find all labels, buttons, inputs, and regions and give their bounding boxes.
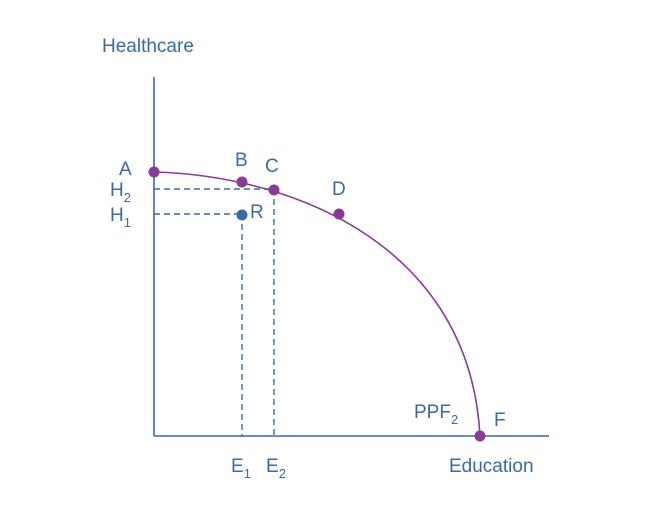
y-axis-label: Healthcare (102, 36, 194, 57)
tick-h2-label: H2 (110, 180, 131, 205)
tick-h2-main: H (110, 180, 124, 201)
point-b-label: B (235, 150, 248, 171)
x-axis-label: Education (449, 456, 534, 477)
point-r-label: R (250, 202, 264, 223)
tick-e1-main: E (231, 456, 244, 477)
ppf-label-sub: 2 (451, 412, 458, 427)
point-c-marker (268, 184, 280, 196)
point-a-label: A (119, 159, 132, 180)
point-r-marker (236, 209, 248, 221)
tick-h1-main: H (110, 205, 124, 226)
point-c-label: C (265, 156, 279, 177)
tick-e1-label: E1 (231, 456, 251, 481)
ppf-curve-label: PPF2 (414, 402, 458, 427)
point-f-label: F (494, 410, 506, 431)
tick-e2-main: E (266, 456, 279, 477)
point-a-marker (148, 166, 160, 178)
point-b-marker (236, 176, 248, 188)
tick-h1-label: H1 (110, 205, 131, 230)
point-d-label: D (332, 179, 346, 200)
ppf-curve (153, 171, 481, 437)
tick-h2-sub: 2 (124, 190, 131, 205)
point-d-marker (333, 208, 345, 220)
point-f-marker (474, 430, 486, 442)
tick-e2-sub: 2 (279, 466, 286, 481)
tick-e1-sub: 1 (244, 466, 251, 481)
tick-e2-label: E2 (266, 456, 286, 481)
tick-h1-sub: 1 (124, 215, 131, 230)
ppf-label-main: PPF (414, 402, 451, 423)
